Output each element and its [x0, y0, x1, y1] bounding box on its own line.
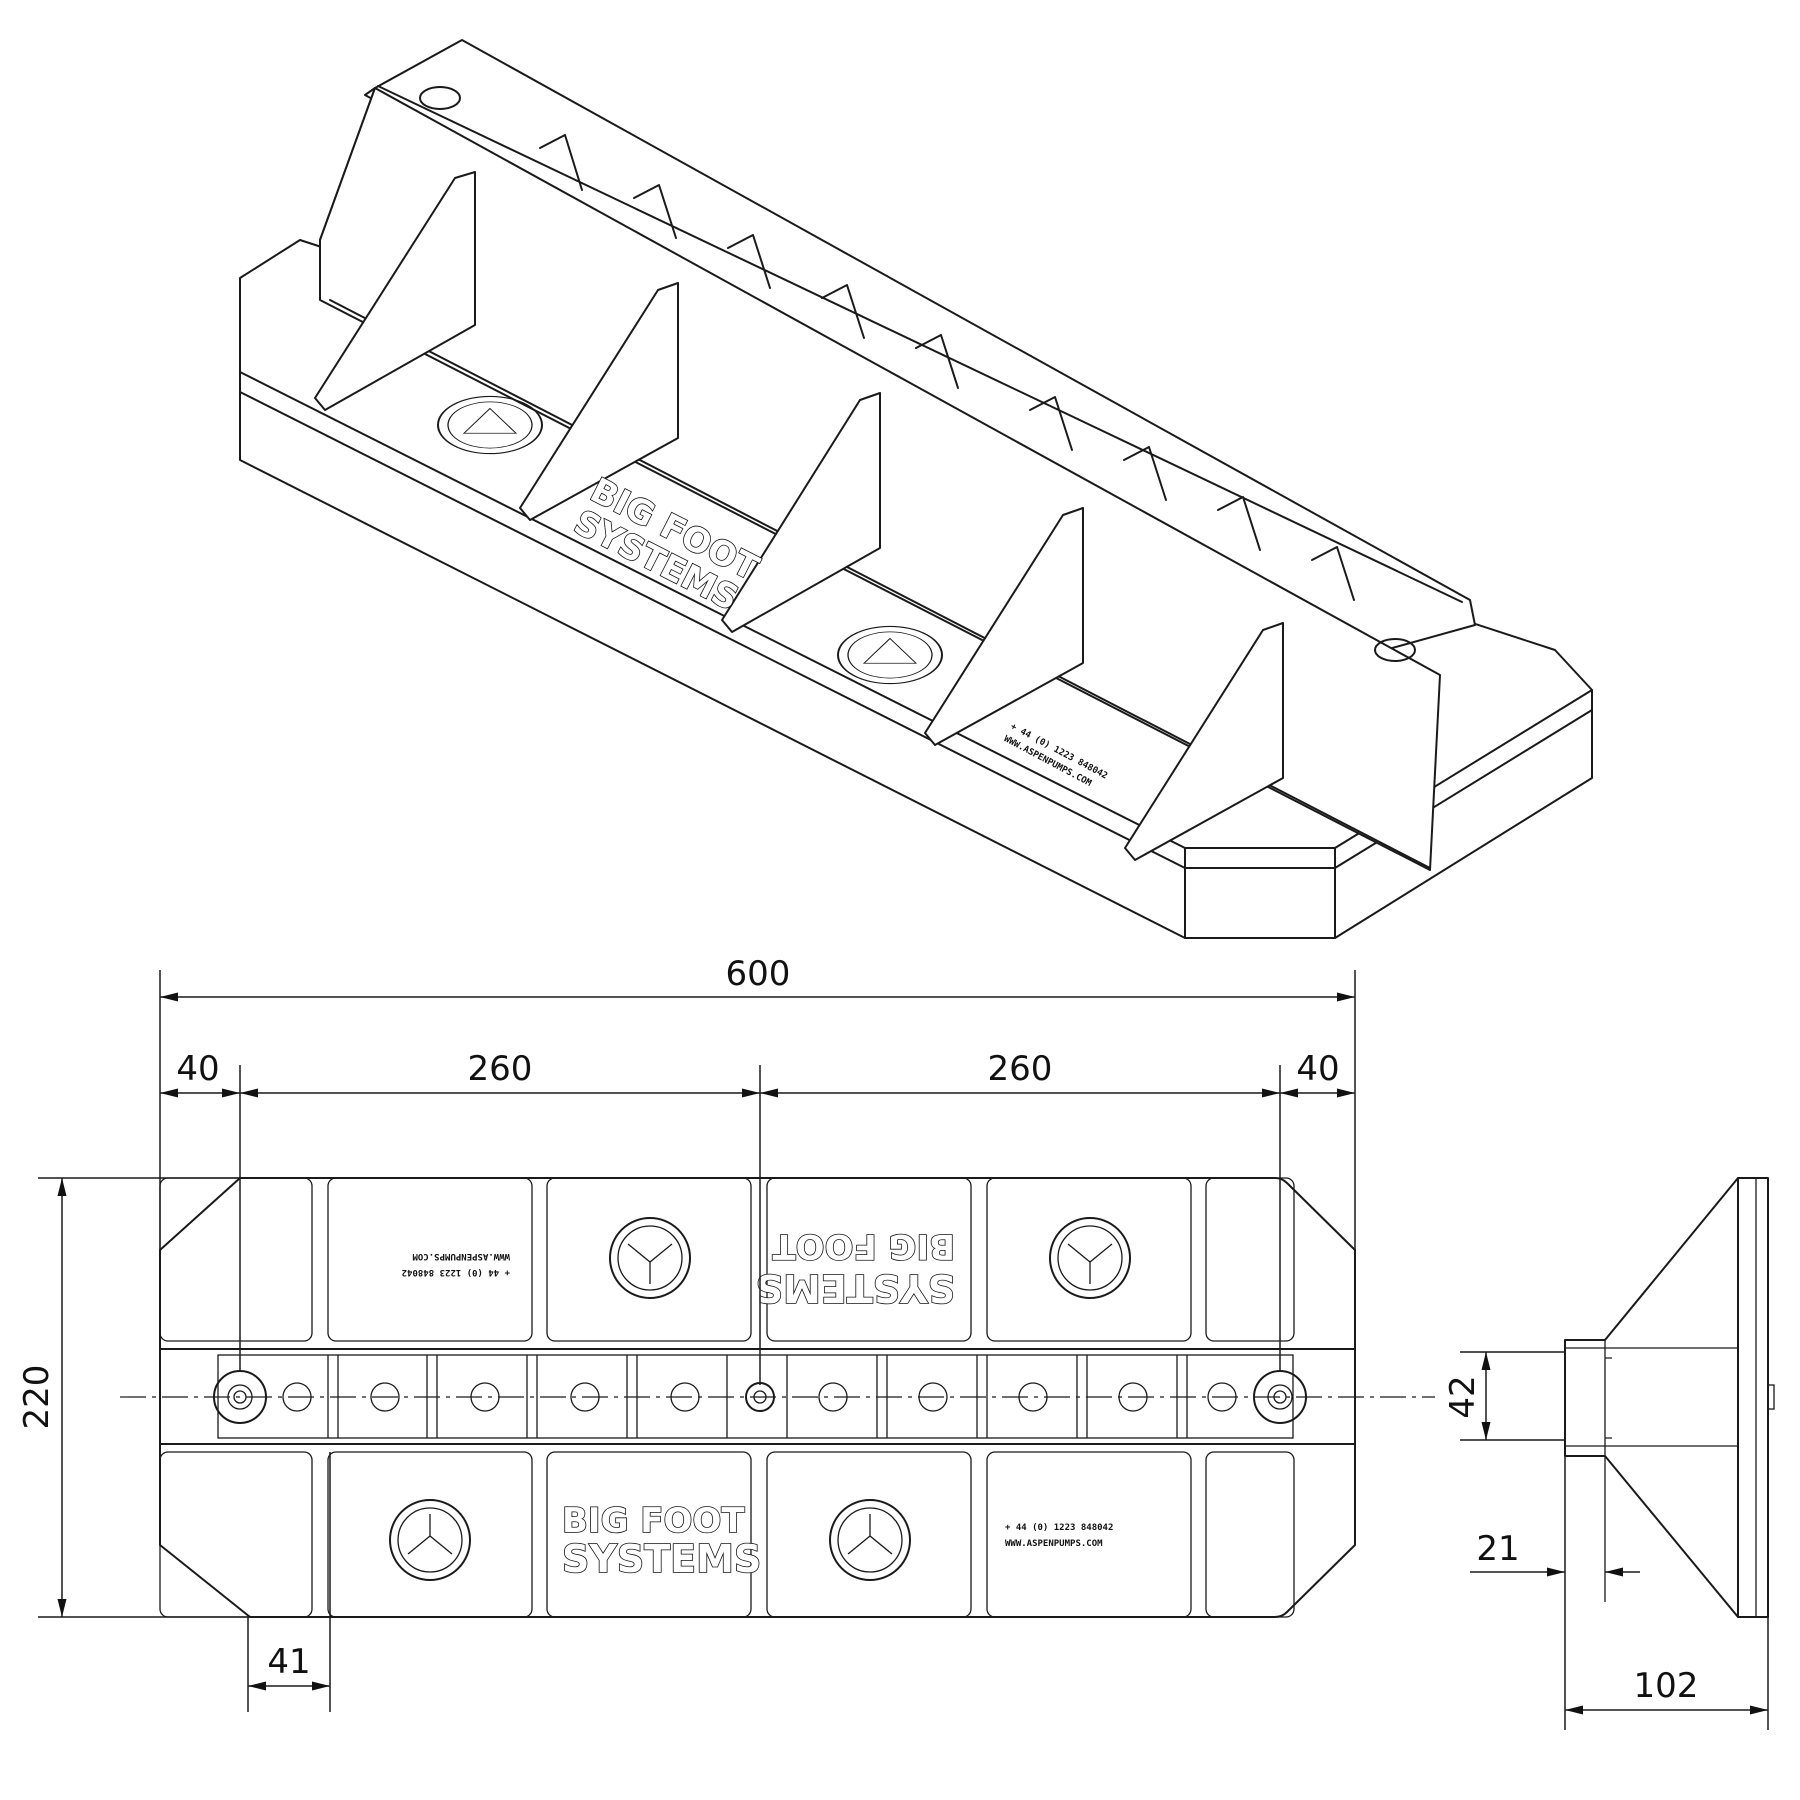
plan-logo-upper-1 [609, 1217, 691, 1299]
dim-height: 102 [1634, 1666, 1699, 1706]
plan-lower-pockets [159, 1451, 1295, 1618]
plan-brand-line1: BIG FOOT [562, 1501, 745, 1541]
iso-bolt-hole-left [419, 86, 461, 110]
plan-logo-lower-2 [829, 1499, 911, 1581]
dimension-lines [38, 970, 1769, 1730]
dim-overall-length: 600 [726, 954, 791, 994]
plan-logo-lower-1 [389, 1499, 471, 1581]
isometric-view: BIG FOOT SYSTEMS + 44 (0) 1223 848042 WW… [239, 39, 1593, 939]
plan-brand-rotated-line2: SYSTEMS [756, 1266, 955, 1310]
dimension-labels: 600 40 260 260 40 220 42 41 21 102 [17, 954, 1698, 1706]
plan-website-rotated-text: WWW.ASPENPUMPS.COM [412, 1251, 510, 1261]
plan-phone-text: + 44 (0) 1223 848042 [1005, 1523, 1113, 1533]
side-view [1564, 1177, 1775, 1618]
dim-end-offset-right: 40 [1296, 1049, 1339, 1089]
dim-overall-width: 220 [17, 1365, 57, 1430]
plan-brand-line2: SYSTEMS [562, 1537, 761, 1581]
iso-logo-left [437, 395, 543, 455]
iso-bolt-hole-right [1374, 638, 1416, 662]
iso-front-gussets [314, 171, 1284, 861]
dim-bolt-spacing-left: 260 [468, 1049, 533, 1089]
plan-logo-upper-2 [1049, 1217, 1131, 1299]
plan-upper-pockets [159, 1177, 1295, 1342]
plan-website-text: WWW.ASPENPUMPS.COM [1005, 1539, 1103, 1549]
dim-bolt-spacing-right: 260 [988, 1049, 1053, 1089]
dim-end-offset-left: 40 [176, 1049, 219, 1089]
dim-ridge-width: 42 [1443, 1375, 1483, 1418]
iso-back-ribs [539, 134, 1355, 601]
dim-pad-width: 41 [267, 1642, 310, 1682]
plan-brand-rotated-line1: BIG FOOT [772, 1226, 955, 1266]
iso-logo-right [837, 625, 943, 685]
dim-flange-offset: 21 [1476, 1529, 1519, 1569]
plan-view: BIG FOOT SYSTEMS BIG FOOT SYSTEMS + 44 (… [120, 1177, 1435, 1618]
plan-phone-rotated-text: + 44 (0) 1223 848042 [402, 1267, 510, 1277]
